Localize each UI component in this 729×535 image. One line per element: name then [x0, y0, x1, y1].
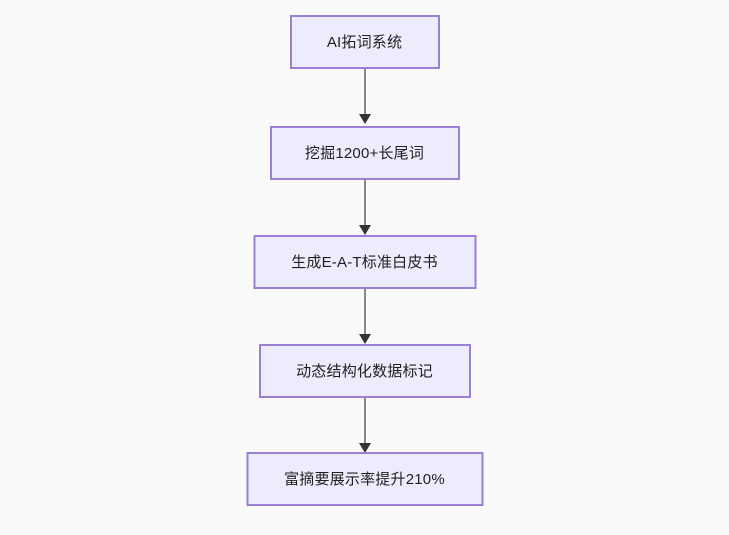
- flow-node-ai-keyword-system[interactable]: AI拓词系统: [289, 15, 440, 69]
- flow-node-label: 富摘要展示率提升210%: [284, 470, 445, 488]
- flow-node-label: 动态结构化数据标记: [296, 362, 433, 380]
- flow-edge-n2-to-n3: [358, 180, 372, 237]
- flow-node-label: 挖掘1200+长尾词: [304, 144, 425, 162]
- flow-node-generate-eat-whitepaper[interactable]: 生成E-A-T标准白皮书: [253, 235, 476, 289]
- arrowhead-icon: [358, 114, 371, 124]
- arrowhead-icon: [358, 225, 371, 235]
- flow-edge-n4-to-n5: [358, 398, 372, 455]
- edge-line: [363, 69, 366, 117]
- edge-line: [363, 180, 366, 228]
- flow-edge-n1-to-n2: [358, 69, 372, 126]
- arrowhead-icon: [358, 334, 371, 344]
- flow-node-label: 生成E-A-T标准白皮书: [291, 253, 438, 271]
- flow-node-mine-longtail-keywords[interactable]: 挖掘1200+长尾词: [269, 126, 460, 180]
- flow-edge-n3-to-n4: [358, 289, 372, 346]
- flow-node-dynamic-structured-data-markup[interactable]: 动态结构化数据标记: [258, 344, 471, 398]
- flow-node-rich-snippet-rate-increase[interactable]: 富摘要展示率提升210%: [246, 452, 483, 506]
- edge-line: [363, 289, 366, 337]
- flow-node-label: AI拓词系统: [326, 33, 403, 51]
- edge-line: [363, 398, 366, 446]
